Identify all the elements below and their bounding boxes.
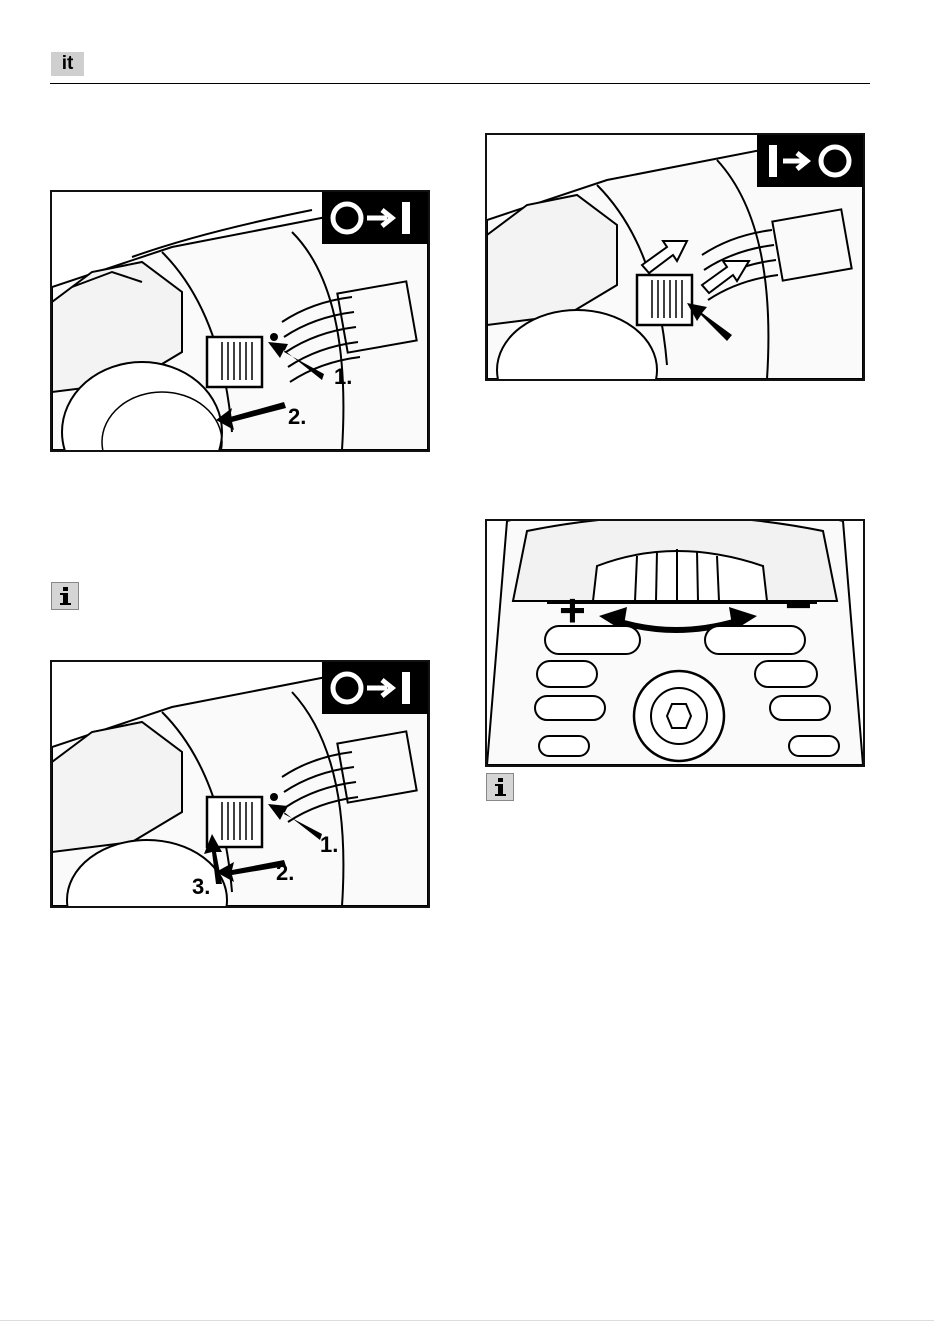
language-tag: it [51, 52, 84, 76]
callout-step-3: 3. [192, 874, 210, 899]
minus-sign: − [785, 579, 812, 631]
speed-dial-illustration: + − [487, 521, 863, 765]
figure-switch-on-lock: 1. 2. [50, 190, 430, 452]
info-icon [51, 582, 79, 610]
grinder-switch-continuous-illustration: 1. 2. 3. [52, 662, 428, 906]
callout-step-1: 1. [334, 364, 352, 389]
figure-switch-on-continuous: 1. 2. 3. [50, 660, 430, 908]
header-divider [50, 83, 870, 84]
figure-switch-off [485, 133, 865, 381]
figure-speed-dial: + − [485, 519, 865, 767]
info-icon [486, 773, 514, 801]
grinder-switch-illustration: 1. 2. [52, 192, 428, 450]
grinder-switch-off-illustration [487, 135, 863, 379]
callout-step-2: 2. [288, 404, 306, 429]
callout-step-2: 2. [276, 860, 294, 885]
callout-step-1: 1. [320, 832, 338, 857]
footer-divider [0, 1320, 934, 1321]
